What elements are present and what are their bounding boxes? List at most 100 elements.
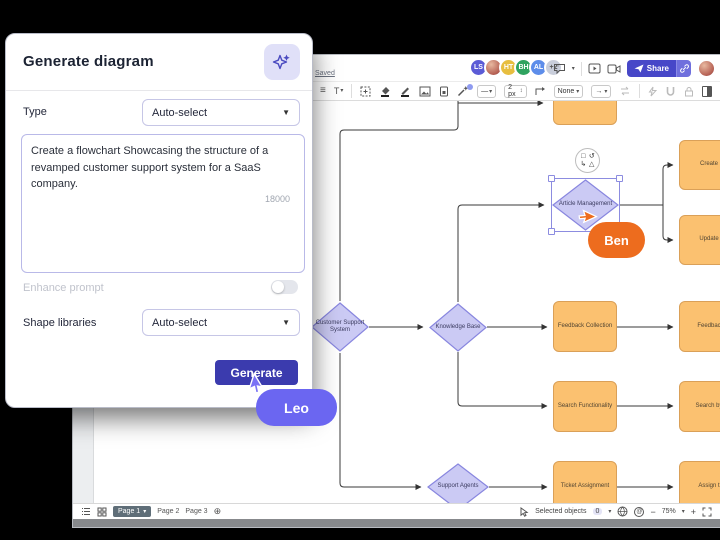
flow-node[interactable]: Assign t [679, 461, 720, 503]
selected-objects-label[interactable]: Selected objects [535, 508, 587, 515]
type-value: Auto-select [152, 106, 208, 119]
char-count: 18000 [264, 194, 290, 204]
dialog-title: Generate diagram [23, 53, 154, 70]
share-button[interactable]: Share [626, 60, 691, 77]
type-select[interactable]: Auto-select ▼ [142, 99, 300, 126]
branch-icon[interactable]: ↳ [580, 161, 587, 169]
svg-text:”: ” [557, 65, 559, 71]
line-color-icon[interactable] [399, 85, 411, 97]
spotlight-icon[interactable] [617, 506, 628, 517]
elbow-line-icon[interactable] [535, 86, 546, 97]
page-tab[interactable]: Page 3 [185, 508, 208, 515]
line-end-select[interactable]: →▾ [591, 84, 612, 98]
node-label: Customer Support System [315, 319, 365, 334]
add-page-button[interactable]: ⊕ [213, 506, 222, 516]
flow-decision[interactable]: Customer Support System [311, 302, 369, 352]
node-label: Knowledge Base [435, 323, 481, 330]
flow-node[interactable]: Create [679, 140, 720, 190]
flow-node[interactable]: Update [679, 215, 720, 265]
flow-decision[interactable]: Support Agents [427, 463, 489, 503]
present-icon[interactable] [588, 63, 601, 74]
paper-plane-icon [634, 64, 644, 73]
fill-color-icon[interactable] [379, 85, 391, 97]
shape-libraries-select[interactable]: Auto-select ▼ [142, 309, 300, 336]
resize-handle[interactable] [548, 228, 555, 235]
flow-decision[interactable]: Knowledge Base [429, 303, 487, 352]
page-tab-active[interactable]: Page 1▾ [113, 506, 152, 517]
text-style-button[interactable]: T▾ [333, 85, 344, 96]
camera-icon[interactable] [607, 64, 621, 74]
avatar-overflow[interactable]: +2 [544, 58, 563, 77]
page-list-icon[interactable] [81, 507, 91, 516]
avatar[interactable]: HT [499, 58, 518, 77]
image-icon[interactable] [419, 86, 431, 97]
page-grid-icon[interactable] [97, 507, 107, 517]
collaborator-cursor-label: Ben [588, 222, 645, 258]
magnet-icon[interactable] [665, 86, 676, 97]
copy-link-icon[interactable] [676, 60, 691, 77]
ben-cursor-icon [578, 209, 598, 224]
shape-libraries-label: Shape libraries [23, 317, 97, 329]
node-label: Support Agents [437, 483, 479, 490]
rotate-icon[interactable]: ↺ [588, 152, 595, 160]
zoom-level[interactable]: 75% [661, 508, 676, 515]
text-align-icon[interactable]: ≡ [320, 85, 326, 96]
frame-icon[interactable] [360, 86, 371, 97]
node-label: Article Management [558, 201, 613, 208]
swap-arrow-icon[interactable] [619, 86, 631, 96]
line-width-stepper[interactable]: 2 px↕ [504, 84, 527, 98]
right-panel-toggle-icon[interactable] [702, 85, 713, 97]
lock-icon[interactable] [684, 86, 694, 97]
square-icon[interactable]: □ [581, 152, 586, 160]
locate-me-icon[interactable]: @ [634, 506, 645, 517]
divider [351, 84, 353, 98]
generate-button[interactable]: Generate [215, 360, 298, 385]
resize-handle[interactable] [548, 175, 555, 182]
zoom-in-button[interactable]: + [690, 506, 696, 517]
line-style-select[interactable]: —▾ [477, 84, 497, 98]
flow-node[interactable]: Search Functionality [553, 381, 617, 432]
flow-node[interactable] [553, 101, 617, 125]
flow-node[interactable]: Search by [679, 381, 720, 432]
flow-node[interactable]: Ticket Assignment [553, 461, 617, 503]
divider [580, 61, 582, 76]
chevron-down-icon[interactable]: ▾ [681, 509, 685, 515]
collaborator-cursor-label: Leo [256, 389, 337, 426]
collaborator-avatars[interactable]: LS HT BH AL +2 [469, 58, 563, 77]
flow-decision-selected[interactable]: Article Management [552, 179, 619, 231]
quick-actions-bubble[interactable]: □ ↺ ↳ △ [575, 148, 600, 173]
lightning-icon[interactable] [648, 86, 658, 97]
magic-wand-icon[interactable] [457, 84, 474, 97]
chevron-down-icon[interactable]: ▾ [608, 509, 612, 515]
resize-handle[interactable] [616, 175, 623, 182]
status-bar: Page 1▾ Page 2 Page 3 ⊕ Selected objects… [73, 503, 720, 519]
zoom-out-button[interactable]: − [650, 506, 656, 517]
fit-screen-icon[interactable] [702, 507, 712, 517]
ai-sparkle-icon[interactable] [264, 44, 300, 80]
account-avatar[interactable] [697, 59, 716, 78]
flow-node[interactable]: Feedbac [679, 301, 720, 352]
page-tab[interactable]: Page 2 [157, 508, 180, 515]
wand-badge [467, 84, 474, 90]
shape-icon[interactable] [439, 86, 449, 97]
selected-count-badge: 0 [592, 508, 603, 515]
leo-cursor-icon [248, 372, 264, 394]
enhance-prompt-label: Enhance prompt [23, 282, 104, 294]
type-label: Type [23, 106, 47, 118]
connector-lines [339, 101, 674, 490]
generate-diagram-dialog: Generate diagram Type Auto-select ▼ Crea… [5, 33, 313, 408]
toggle-knob [272, 281, 284, 293]
avatar[interactable]: BH [514, 58, 533, 77]
flow-node[interactable]: Feedback Collection [553, 301, 617, 352]
line-start-select[interactable]: None▾ [553, 84, 584, 98]
shape-libraries-value: Auto-select [152, 316, 208, 329]
select-cursor-icon [520, 506, 529, 517]
chevron-down-icon[interactable]: ▾ [571, 66, 575, 72]
divider [639, 84, 641, 98]
prompt-textarea[interactable]: Create a flowchart Showcasing the struct… [21, 134, 305, 273]
enhance-prompt-toggle[interactable] [271, 280, 298, 294]
save-status: Saved [315, 70, 335, 77]
comment-icon[interactable]: ” [553, 63, 566, 75]
triangle-icon[interactable]: △ [589, 161, 595, 169]
